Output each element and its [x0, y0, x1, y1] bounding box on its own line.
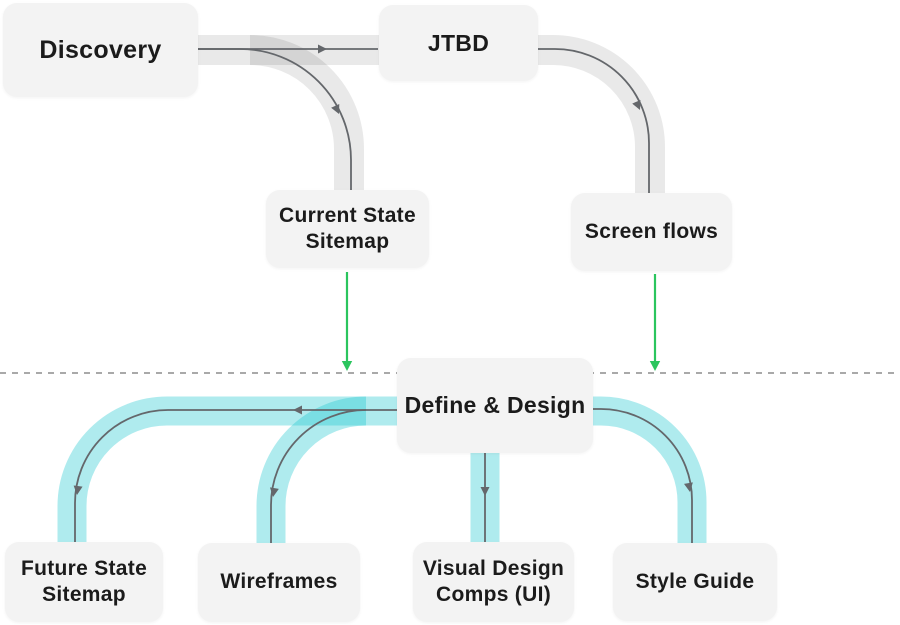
arrowhead-to-future-state-sitemap [73, 485, 83, 495]
node-label: Discovery [39, 35, 162, 64]
node-style-guide: Style Guide [613, 543, 777, 621]
flow-line-jtbd-screen-flows [536, 48, 650, 196]
node-define-design: Define & Design [397, 358, 593, 453]
node-discovery: Discovery [3, 3, 198, 97]
node-jtbd: JTBD [379, 5, 538, 81]
node-screen-flows: Screen flows [571, 193, 732, 271]
node-label-line1: Visual Design [422, 556, 565, 580]
arrowhead-to-jtbd [318, 44, 327, 54]
node-label: Define & Design [404, 392, 586, 419]
arrowhead-to-screen-flows [632, 99, 641, 110]
arrowhead-to-current-state-sitemap [331, 103, 340, 114]
node-label-line1: Future State [20, 556, 148, 580]
pipe-discovery-current-state-sitemap [249, 35, 364, 200]
green-arrowhead-current-state-sitemap [341, 361, 353, 371]
node-label-line1: Current State [279, 203, 416, 227]
node-label: JTBD [427, 29, 490, 56]
flow-line-discovery-current-state-sitemap [198, 48, 352, 196]
node-label-line2: Sitemap [305, 230, 390, 253]
arrowhead-to-wireframes [269, 487, 279, 497]
node-label: Style Guide [635, 569, 755, 593]
node-current-state-sitemap: Current State Sitemap [266, 190, 429, 268]
node-wireframes: Wireframes [198, 543, 360, 622]
node-label-line2: Sitemap [42, 583, 126, 606]
node-visual-design-comps: Visual Design Comps (UI) [413, 542, 574, 622]
arrowhead-to-visual-design-comps [480, 487, 490, 496]
arrowhead-to-style-guide [684, 482, 693, 492]
green-arrowhead-screen-flows [649, 361, 661, 371]
node-label: Screen flows [584, 219, 719, 243]
node-future-state-sitemap: Future State Sitemap [5, 542, 163, 622]
arrowhead-define-left [293, 405, 302, 415]
pipe-define-wireframes [256, 396, 367, 556]
pipe-jtbd-screen-flows [536, 35, 665, 200]
pipe-define-future-state-sitemap [57, 396, 430, 556]
node-label: Wireframes [220, 570, 338, 594]
node-label-line2: Comps (UI) [436, 583, 551, 606]
